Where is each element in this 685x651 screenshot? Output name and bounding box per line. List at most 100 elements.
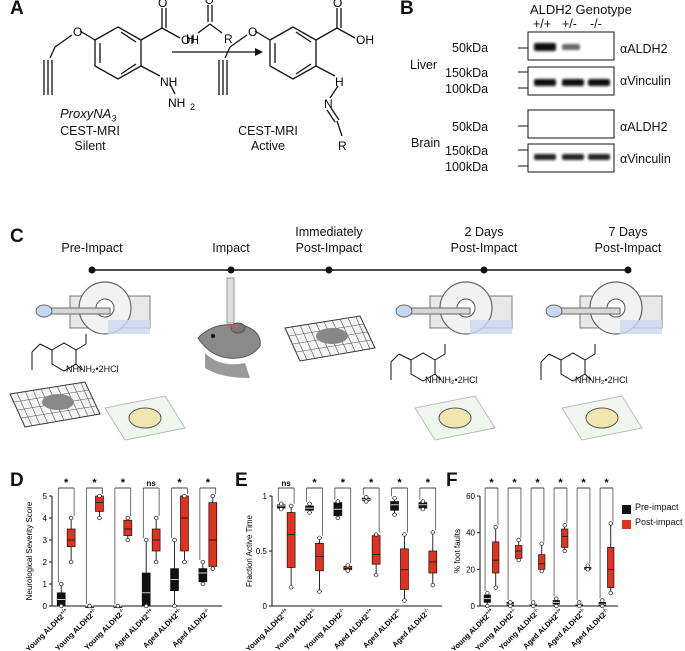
box xyxy=(208,502,218,567)
y-axis-label: % foot faults xyxy=(453,529,462,573)
left-status-line1: CEST-MRI xyxy=(60,124,120,138)
timepoint-label-1: Pre-Impact xyxy=(61,241,123,255)
data-point xyxy=(554,596,559,601)
data-point xyxy=(307,501,312,506)
legend-post-swatch xyxy=(622,520,631,529)
box xyxy=(515,545,523,559)
panel-a-reaction-scheme: O OH O NH NH 2 O H R O OH O H xyxy=(43,0,374,153)
significance-label: * xyxy=(177,478,182,489)
right-status-line2: Active xyxy=(250,139,286,153)
significance-label: * xyxy=(581,478,586,489)
data-point xyxy=(345,568,350,573)
tissue-brain: Brain xyxy=(411,136,441,150)
compound-label-3: NHNH₂•2HCl xyxy=(575,375,628,385)
significance-label: * xyxy=(312,478,317,489)
box xyxy=(180,495,189,552)
box xyxy=(95,495,104,512)
box xyxy=(141,572,151,607)
box xyxy=(492,541,500,574)
atom-o-aldehyde: O xyxy=(205,0,214,7)
data-point xyxy=(279,507,284,512)
data-point xyxy=(69,559,74,565)
genotype-ko: -/- xyxy=(590,17,602,31)
atom-r-right: R xyxy=(338,139,347,153)
data-point xyxy=(600,598,605,603)
mri-scanner-1 xyxy=(35,281,151,335)
box xyxy=(561,528,569,548)
right-benzene-ring xyxy=(218,8,356,137)
significance-label: * xyxy=(369,478,374,489)
data-point xyxy=(154,559,159,565)
grid-walk-0 xyxy=(9,381,101,428)
data-point xyxy=(402,598,407,603)
y-tick-label: 1 xyxy=(43,580,48,589)
box xyxy=(607,546,615,589)
aldehyde-reagent xyxy=(197,5,223,34)
data-point xyxy=(493,525,498,530)
significance-label: ns xyxy=(146,479,156,488)
legend-pre-label: Pre-impact xyxy=(635,502,679,512)
data-point xyxy=(374,532,379,537)
atom-o-left: O xyxy=(158,0,167,10)
compound-label-1: NHNH₂•2HCl xyxy=(66,364,119,374)
box xyxy=(123,519,133,536)
legend-post-label: Post-impact xyxy=(635,517,683,527)
data-point xyxy=(210,566,215,571)
significance-label: * xyxy=(558,478,563,489)
antibody-aldh2-liver: αALDH2 xyxy=(620,42,668,56)
panel-label-f: F xyxy=(446,470,458,491)
y-axis-label: Neurological Severity Score xyxy=(25,501,34,600)
compound-sketch-2 xyxy=(390,344,446,382)
data-point xyxy=(335,515,340,521)
atom-nh-left: NH xyxy=(160,75,177,89)
data-point xyxy=(430,530,435,535)
data-point xyxy=(539,541,544,546)
data-point xyxy=(430,582,435,588)
mri-scanner-3 xyxy=(545,281,663,335)
data-point xyxy=(317,535,322,540)
atom-oh-right: OH xyxy=(356,33,374,47)
atom-nh2-sub-left: 2 xyxy=(190,102,195,112)
mw-label-6: 100kDa xyxy=(445,160,489,174)
significance-label: * xyxy=(426,478,431,489)
data-point xyxy=(59,581,64,587)
timepoint-dot-3 xyxy=(325,266,333,274)
panel-label-c: C xyxy=(10,226,24,247)
data-point xyxy=(279,501,284,506)
data-point xyxy=(392,496,397,501)
y-tick-label: 0 xyxy=(471,602,476,611)
box xyxy=(538,554,546,570)
panel-label-e: E xyxy=(235,470,248,491)
data-point xyxy=(562,548,567,554)
data-point xyxy=(493,585,498,590)
genotype-het: +/- xyxy=(562,17,577,31)
data-point xyxy=(97,515,102,521)
box xyxy=(400,548,409,590)
data-point xyxy=(516,558,521,563)
atom-n-right: N xyxy=(324,97,333,111)
data-point xyxy=(125,537,130,543)
timepoint-label-3a: Immediately xyxy=(295,225,363,239)
x-tick-label: Young ALDH2+/+ xyxy=(450,607,496,650)
data-point xyxy=(144,537,149,543)
antibody-vinculin-liver: αVinculin xyxy=(620,74,671,88)
data-point xyxy=(125,515,130,521)
data-point xyxy=(577,600,582,605)
mw-label-3: 100kDa xyxy=(445,82,489,96)
mri-scanner-2 xyxy=(395,281,513,335)
panel-label-a: A xyxy=(10,0,24,19)
brain-slice-3 xyxy=(561,395,643,441)
data-point xyxy=(345,563,350,568)
data-point xyxy=(508,603,513,609)
timepoint-label-4b: Post-Impact xyxy=(450,241,518,255)
data-point xyxy=(577,603,582,609)
data-point xyxy=(87,603,92,609)
data-point xyxy=(335,499,340,504)
genotype-title: ALDH2 Genotype xyxy=(530,2,632,17)
data-point xyxy=(154,515,159,521)
significance-label: * xyxy=(604,478,609,489)
data-point xyxy=(182,493,187,499)
